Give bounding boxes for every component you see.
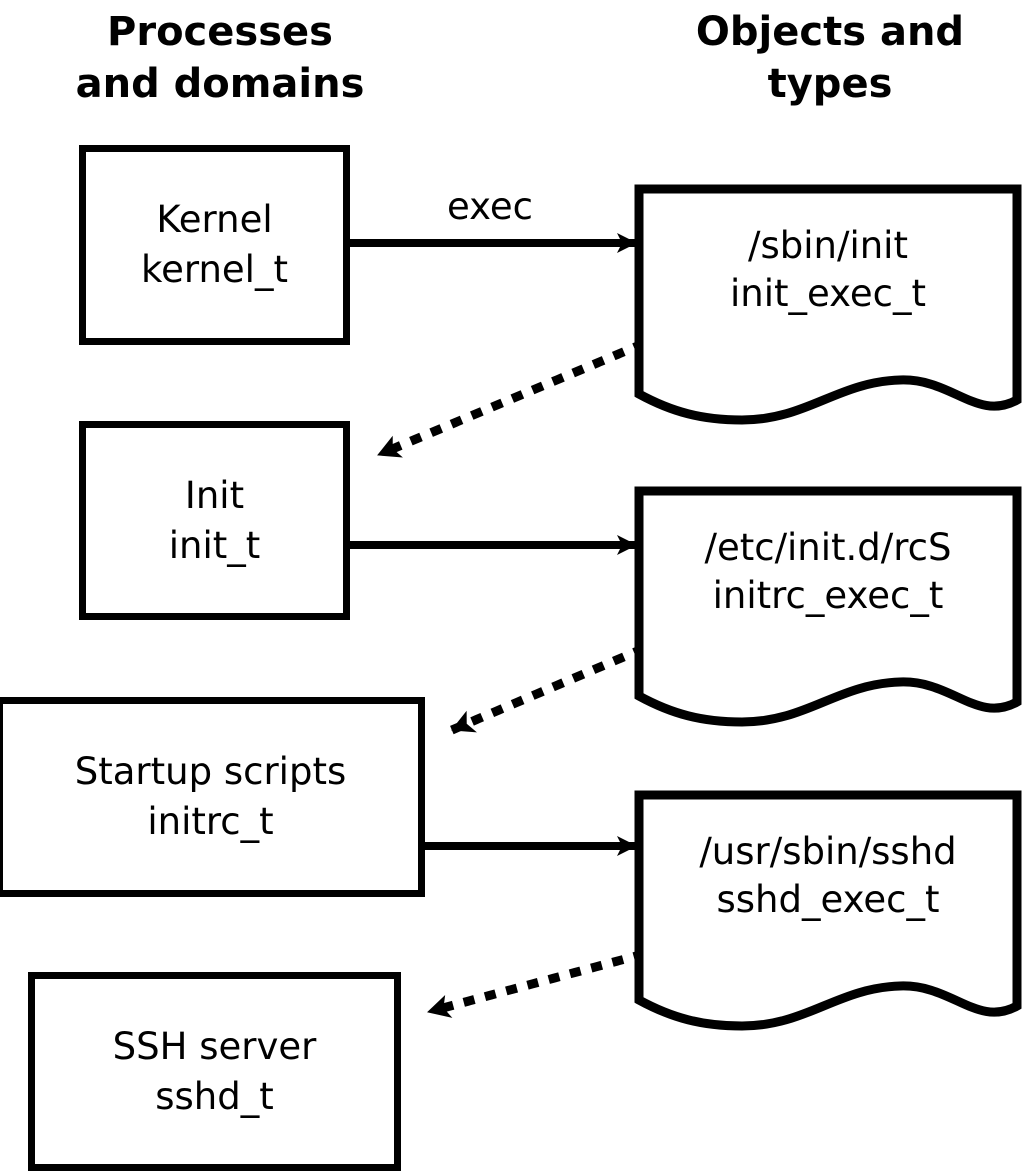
process-box-ssh-server[interactable]: SSH server sshd_t (28, 972, 401, 1171)
process-box-startup-scripts[interactable]: Startup scripts initrc_t (0, 697, 425, 897)
process-box-ssh-server-name: SSH server (112, 1024, 317, 1068)
column-header-objects-and-types: Objects and types (695, 9, 965, 107)
object-doc-etc-initd-rcs[interactable]: /etc/init.d/rcS initrc_exec_t (632, 484, 1024, 729)
object-doc-sbin-init[interactable]: /sbin/init init_exec_t (632, 182, 1024, 427)
process-box-startup-scripts-name: Startup scripts (74, 750, 347, 793)
process-box-init[interactable]: Init init_t (79, 421, 350, 620)
edge-initrc-exec-to-initrc (446, 644, 646, 736)
edge-sshd-exec-to-sshd (422, 949, 646, 1018)
edge-init-exec-to-init (372, 339, 646, 461)
object-doc-usr-sbin-sshd[interactable]: /usr/sbin/sshd sshd_exec_t (632, 788, 1024, 1033)
process-box-kernel[interactable]: Kernel kernel_t (79, 145, 350, 345)
process-box-kernel-type: kernel_t (141, 248, 288, 291)
process-box-init-name: Init (184, 473, 245, 517)
process-box-kernel-name: Kernel (156, 198, 273, 241)
edge-label-exec: exec (447, 185, 533, 228)
column-header-processes-and-domains: Processes and domains (75, 9, 365, 107)
process-box-init-type: init_t (168, 523, 261, 567)
process-box-ssh-server-type: sshd_t (155, 1074, 274, 1118)
process-box-startup-scripts-type: initrc_t (147, 800, 274, 843)
